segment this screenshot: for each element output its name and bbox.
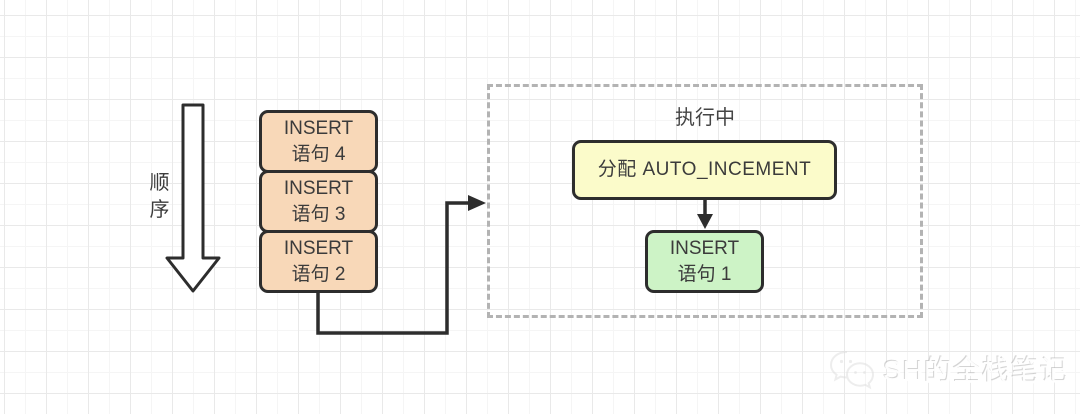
insert-statement-3-line2: 语句 3 [291,203,346,225]
insert-statement-4-line2: 语句 4 [291,143,346,165]
insert-statement-4-line1: INSERT [283,117,354,139]
insert-statement-3-line1: INSERT [283,177,354,199]
order-direction-arrow [165,103,221,293]
insert-statement-3-node: INSERT 语句 3 [259,170,378,233]
insert-statement-2-line2: 语句 2 [291,263,346,285]
allocate-arrowhead-icon [697,214,713,229]
insert-statement-1-line2: 语句 1 [677,263,732,285]
insert-statement-1-node: INSERT 语句 1 [645,230,764,293]
queue-to-executing-connector [316,201,470,335]
executing-group: 执行中 [487,84,923,318]
executing-group-title: 执行中 [675,107,735,129]
allocate-auto-increment-node: 分配 AUTO_INCEMENT [572,140,837,200]
insert-statement-1-line1: INSERT [669,237,740,259]
insert-statement-2-node: INSERT 语句 2 [259,230,378,293]
connector-arrowhead-icon [468,195,486,211]
insert-statement-4-node: INSERT 语句 4 [259,110,378,173]
insert-statement-2-line1: INSERT [283,237,354,259]
order-label: 顺 序 [149,172,171,221]
allocate-auto-increment-label: 分配 AUTO_INCEMENT [597,159,812,180]
